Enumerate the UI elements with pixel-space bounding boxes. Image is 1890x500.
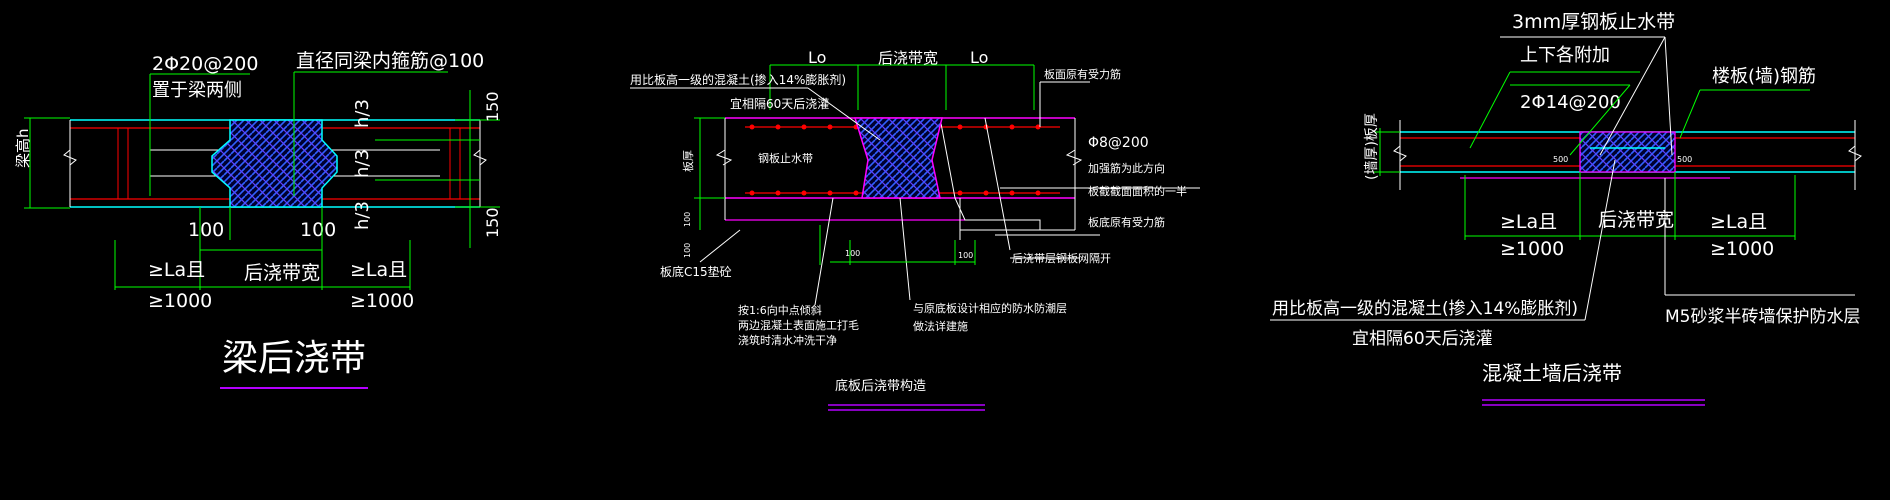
- dim-100-d: 100: [683, 243, 692, 258]
- dim-lo-right: Lo: [970, 48, 988, 67]
- pour-label: 宜相隔60天后浇灌: [730, 96, 829, 111]
- phi8-label: Φ8@200: [1088, 135, 1149, 151]
- beam-concrete-hatch: [211, 119, 338, 208]
- dim-lo-left: Lo: [808, 48, 826, 67]
- dim-100-c: 100: [683, 212, 692, 227]
- dim-h3-c: h/3: [352, 201, 373, 230]
- rebar-label: 2Φ20@200: [152, 53, 259, 75]
- thickness-label: (墙厚)板厚: [1364, 113, 1380, 180]
- dim-500-left: 500: [1553, 155, 1568, 164]
- dim-100-a: 100: [845, 249, 860, 258]
- beam-height-label: 梁高h: [14, 128, 32, 168]
- pour-label: 宜相隔60天后浇灌: [1352, 329, 1493, 349]
- m5-label: M5砂浆半砖墙保护防水层: [1665, 307, 1860, 327]
- slab-rebar-label: 楼板(墙)钢筋: [1712, 66, 1816, 87]
- drawing-title: 混凝土墙后浇带: [1482, 361, 1622, 385]
- add-rebar-label: 2Φ14@200: [1520, 92, 1621, 113]
- dim-1000-right: ≥1000: [350, 290, 414, 312]
- dim-band-width: 后浇带宽: [244, 262, 320, 284]
- dim-la-right: ≥La且: [1710, 211, 1767, 233]
- dim-la-right: ≥La且: [350, 259, 407, 281]
- dim-100-b: 100: [958, 251, 973, 260]
- drawing-title: 底板后浇带构造: [835, 378, 926, 394]
- wall-concrete-hatch: [1579, 131, 1676, 173]
- concrete-label: 用比板高一级的混凝土(掺入14%膨胀剂): [1272, 299, 1578, 319]
- dim-h3-b: h/3: [352, 149, 373, 178]
- slab-concrete-hatch: [853, 117, 943, 199]
- dim-band-width: 后浇带宽: [878, 49, 938, 67]
- add-top-label: 上下各附加: [1520, 45, 1610, 66]
- dim-150-top: 150: [483, 91, 502, 122]
- rebar-sublabel: 置于梁两侧: [152, 80, 242, 101]
- dim-500-right: 500: [1677, 155, 1692, 164]
- stirrup-label: 直径同梁内箍筋@100: [296, 50, 484, 72]
- slab-post-pour-strip: Lo 后浇带宽 Lo: [630, 48, 1200, 411]
- dim-1000-right: ≥1000: [1710, 238, 1774, 260]
- slab-thickness-label: 板厚: [681, 150, 695, 172]
- drawing-title: 梁后浇带: [222, 338, 366, 379]
- dim-1000-left: ≥1000: [148, 290, 212, 312]
- steel-plate-label: 3mm厚钢板止水带: [1512, 11, 1675, 33]
- note-3: 浇筑时清水冲洗干净: [738, 333, 837, 347]
- steel-stop-label: 钢板止水带: [758, 151, 813, 165]
- bottom-rebar-label: 板底原有受力筋: [1088, 215, 1165, 229]
- waterproof-1: 与原底板设计相应的防水防潮层: [913, 301, 1067, 315]
- c15-label: 板底C15垫砼: [660, 264, 732, 279]
- waterproof-2: 做法详建施: [913, 319, 968, 333]
- area-label: 板截截面面积的一半: [1088, 184, 1187, 198]
- note-1: 按1:6向中点倾斜: [738, 303, 822, 317]
- add-rebar-label: 加强筋为此方向: [1088, 161, 1165, 175]
- note-2: 两边混凝土表面施工打毛: [738, 318, 859, 332]
- dim-band-width: 后浇带宽: [1598, 209, 1674, 231]
- mesh-label: 后浇带层钢板网隔开: [1012, 251, 1111, 265]
- dim-150-bottom: 150: [483, 207, 502, 238]
- wall-post-pour-strip: (墙厚)板厚 500 500 3mm厚钢板止水带 上下各附加 2Φ14@200 …: [1270, 11, 1862, 406]
- dim-la-left: ≥La且: [1500, 211, 1557, 233]
- beam-post-pour-strip: 梁高h 150 150 h/3 h/3 h/3 2Φ20@200 置于梁两侧 直…: [14, 50, 502, 389]
- dim-100-left: 100: [188, 219, 224, 241]
- dim-1000-left: ≥1000: [1500, 238, 1564, 260]
- top-rebar-label: 板面原有受力筋: [1044, 67, 1121, 81]
- concrete-label: 用比板高一级的混凝土(掺入14%膨胀剂): [630, 72, 846, 87]
- dim-100-right: 100: [300, 219, 336, 241]
- dim-h3-a: h/3: [352, 99, 373, 128]
- dim-la-left: ≥La且: [148, 259, 205, 281]
